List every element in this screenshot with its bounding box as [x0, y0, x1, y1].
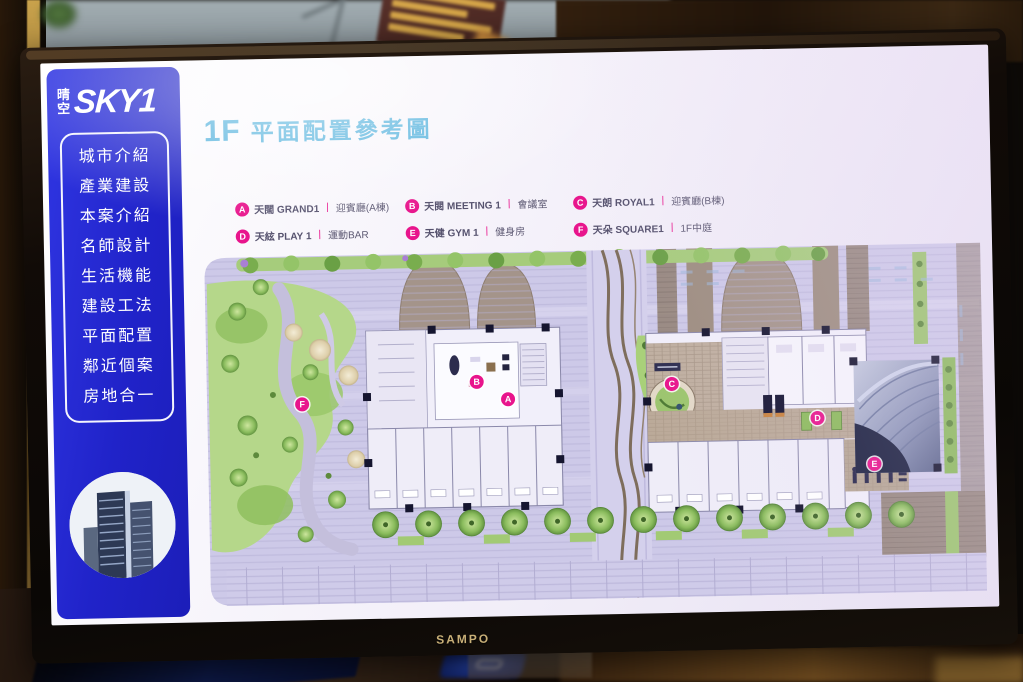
building-illustration	[67, 470, 177, 580]
legend-key-badge: A	[235, 201, 250, 217]
sidebar-item-floor-plan[interactable]: 平面配置	[82, 327, 155, 346]
title-text: 平面配置參考圖	[250, 115, 433, 146]
logo-kanji: 晴 空	[56, 86, 71, 117]
legend-item-e: E 天健 GYM 1 | 健身房	[405, 223, 525, 240]
brand-logo: 晴 空 SKY1	[46, 67, 180, 122]
legend-key-badge: C	[572, 195, 588, 210]
dome-structure	[849, 355, 942, 474]
central-road	[586, 249, 654, 599]
page-title: 1F 平面配置參考圖	[203, 110, 433, 150]
site-plan-container: A B C D E F	[200, 241, 993, 613]
site-plan	[204, 242, 988, 606]
legend-key-badge: E	[405, 225, 420, 240]
legend-item-b: B 天閱 MEETING 1 | 會議室	[405, 195, 548, 213]
sidebar-item-designer[interactable]: 名師設計	[80, 237, 153, 256]
legend-item-a: A 天闊 GRAND1 | 迎賓廳(A棟)	[235, 199, 389, 217]
building-a	[362, 323, 565, 513]
plant-reflection	[42, 0, 76, 28]
legend-item-c: C 天朗 ROYAL1 | 迎賓廳(B棟)	[572, 192, 725, 210]
sidebar-item-construction[interactable]: 建設工法	[81, 297, 154, 316]
sidebar-item-lifestyle[interactable]: 生活機能	[80, 267, 154, 286]
sampo-tv: 晴 空 SKY1 城市介紹 產業建設 本案介紹 名師設計 生活機能 建設工法 平…	[19, 28, 1019, 664]
sidebar-item-industry[interactable]: 產業建設	[79, 177, 152, 196]
sidebar-menu: 城市介紹 產業建設 本案介紹 名師設計 生活機能 建設工法 平面配置 鄰近個案 …	[59, 130, 175, 424]
corner-glow	[935, 656, 1023, 682]
sidebar-item-nearby-cases[interactable]: 鄰近個案	[82, 357, 155, 376]
sidebar-item-project-intro[interactable]: 本案介紹	[79, 207, 152, 226]
sidebar-item-real-estate[interactable]: 房地合一	[83, 387, 156, 406]
presentation-screen: 晴 空 SKY1 城市介紹 產業建設 本案介紹 名師設計 生活機能 建設工法 平…	[40, 44, 1000, 626]
building-photo-circle	[67, 470, 177, 580]
sidebar: 晴 空 SKY1 城市介紹 產業建設 本案介紹 名師設計 生活機能 建設工法 平…	[46, 66, 191, 620]
legend-item-d: D 天絃 PLAY 1 | 運動BAR	[235, 226, 369, 244]
tv-brand-logo: SAMPO	[435, 631, 491, 647]
legend-key-badge: D	[235, 228, 250, 244]
legend-key-badge: B	[405, 198, 420, 213]
legend-item-f: F 天朵 SQUARE1 | 1F中庭	[573, 219, 712, 237]
sidebar-item-city-intro[interactable]: 城市介紹	[78, 147, 151, 166]
legend-key-badge: F	[573, 222, 588, 237]
logo-name: SKY1	[73, 81, 158, 120]
title-floor: 1F	[203, 114, 241, 149]
